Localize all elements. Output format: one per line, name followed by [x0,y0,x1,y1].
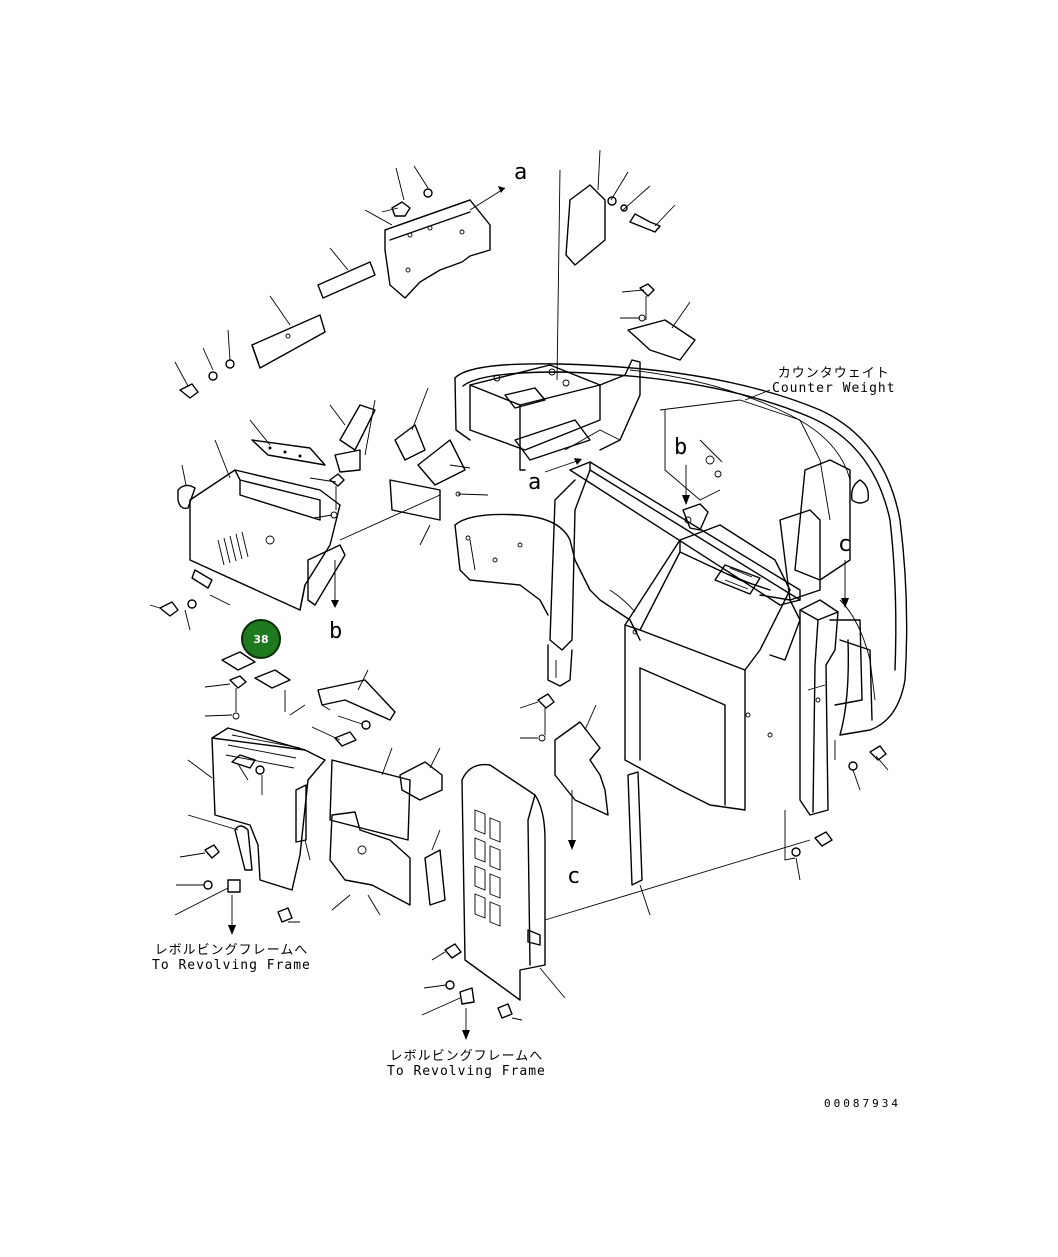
revolving-frame-caption-bottom-jp: レボルビングフレームへ [389,1049,544,1064]
right-side-bolts [791,745,887,857]
bottom-middle-parts [317,679,446,906]
counterweight-caption-jp: カウンタウェイト [777,366,890,381]
ref-a-mid: a [528,470,542,495]
ref-a-top: a [514,160,528,185]
mid-plates [334,404,466,541]
bottom-left-cover [203,651,326,935]
support-bars [547,461,801,687]
bottom-center-cover [444,693,643,1040]
cover-grille [474,809,501,927]
bracket-a-assembly [179,186,506,399]
left-guard-b [159,439,346,617]
top-right-plate [565,184,696,361]
counterweight-caption: カウンタウェイト Counter Weight [772,366,896,396]
frame-floor [454,513,641,641]
revolving-frame-caption-left-en: To Revolving Frame [152,958,311,973]
counterweight-caption-en: Counter Weight [772,381,896,396]
drawing-number: 00087934 [824,1097,901,1110]
leader-lines [149,149,889,1021]
upper-box [469,359,641,471]
revolving-frame-caption-bottom-en: To Revolving Frame [387,1064,546,1079]
center-cover [624,524,801,811]
revolving-frame-caption-left-jp: レボルビングフレームへ [154,943,309,958]
right-rails [799,599,873,816]
revolving-frame-caption-bottom: レボルビングフレームへ To Revolving Frame [387,1049,546,1079]
ref-c-bottom: c [567,864,581,889]
louver-grille [217,531,249,566]
part-callout-38[interactable]: 38 [241,619,281,659]
revolving-frame-caption-left: レボルビングフレームへ To Revolving Frame [152,943,311,973]
ref-b-left: b [329,619,343,644]
ref-c-right: c [838,532,852,557]
ref-b-right: b [674,435,688,460]
